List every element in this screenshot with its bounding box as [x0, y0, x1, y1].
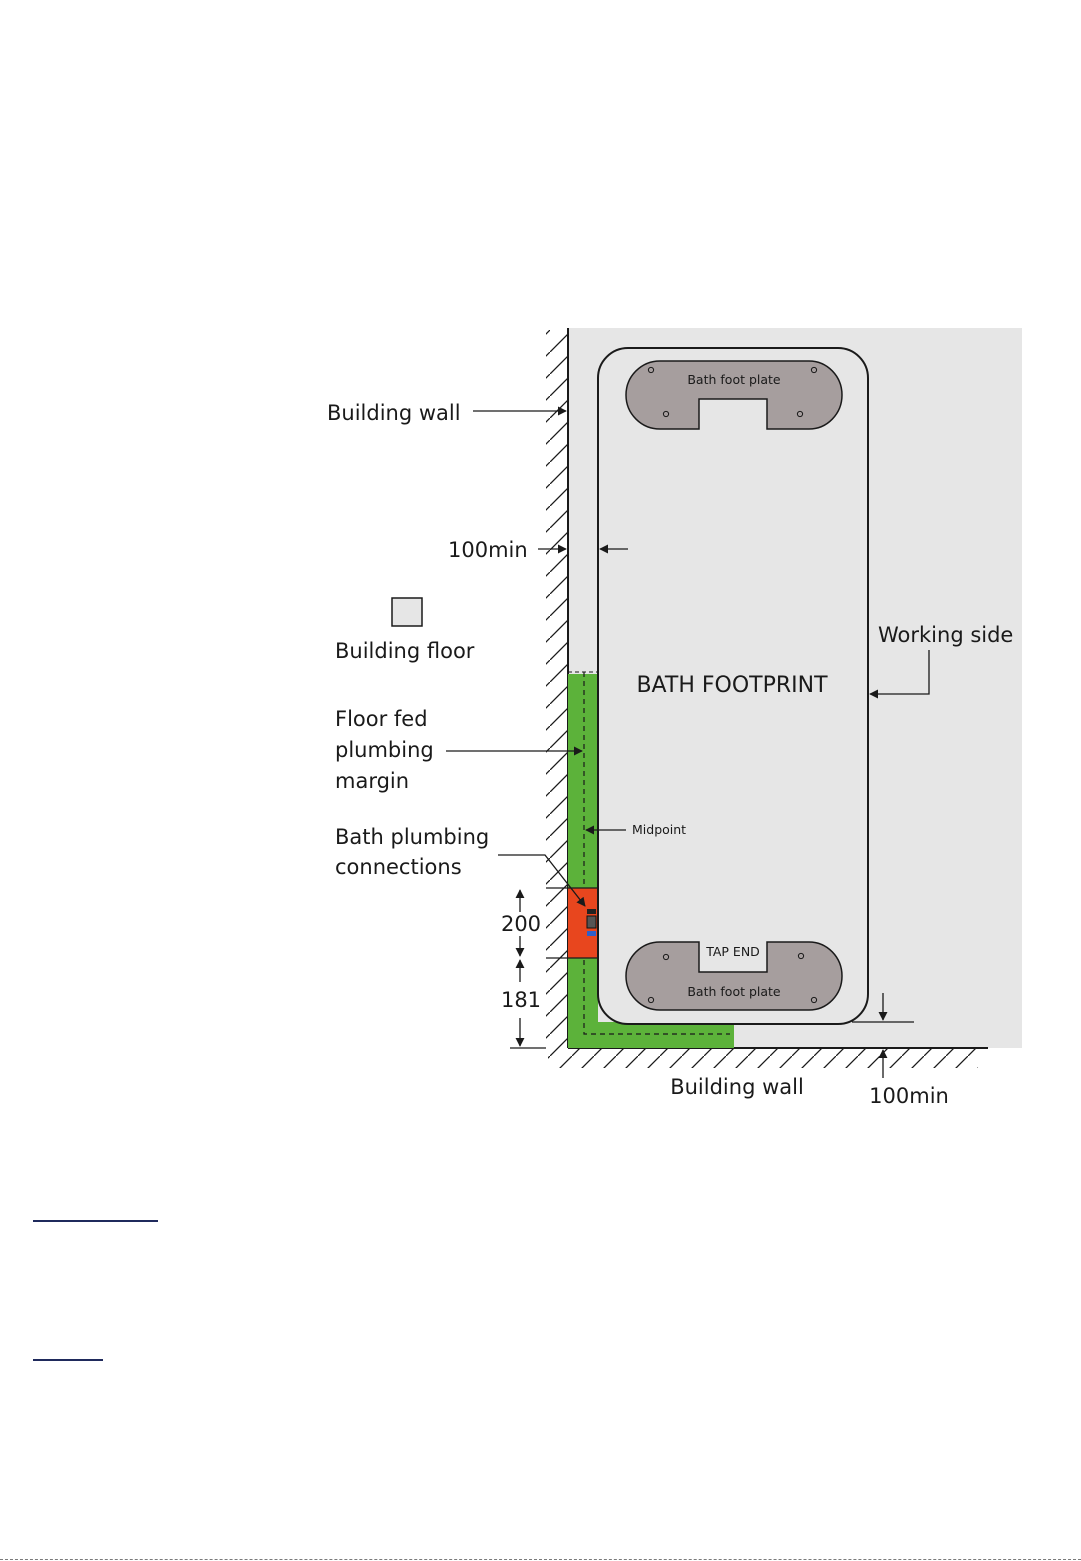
label-margin-line2: plumbing	[335, 738, 434, 762]
section-rule-1	[33, 1220, 158, 1222]
label-margin-line3: margin	[335, 769, 409, 793]
label-building-wall-left: Building wall	[327, 401, 461, 425]
label-midpoint: Midpoint	[632, 822, 686, 837]
section-rule-2	[33, 1359, 103, 1361]
left-wall-hatching	[546, 330, 568, 1048]
label-margin-line1: Floor fed	[335, 707, 428, 731]
label-dim-181: 181	[501, 988, 541, 1012]
label-clearance-bottom: 100min	[869, 1084, 949, 1108]
label-dim-200: 200	[501, 912, 541, 936]
plumbing-margin-area	[568, 674, 598, 1048]
label-clearance-side: 100min	[448, 538, 528, 562]
label-tap-end: TAP END	[705, 944, 760, 959]
label-working-side: Working side	[878, 623, 1013, 647]
label-foot-plate-bottom: Bath foot plate	[687, 984, 781, 999]
label-bath-footprint: BATH FOOTPRINT	[636, 673, 828, 698]
plumbing-margin-bottom	[568, 1022, 734, 1048]
label-connections-line2: connections	[335, 855, 462, 879]
label-building-wall-bottom: Building wall	[670, 1075, 804, 1099]
bottom-wall-hatching	[548, 1048, 978, 1068]
legend-floor-swatch	[392, 598, 422, 626]
page-bottom-border	[0, 1559, 1081, 1560]
label-legend-floor: Building floor	[335, 639, 475, 663]
label-foot-plate-top: Bath foot plate	[687, 372, 781, 387]
label-connections-line1: Bath plumbing	[335, 825, 489, 849]
